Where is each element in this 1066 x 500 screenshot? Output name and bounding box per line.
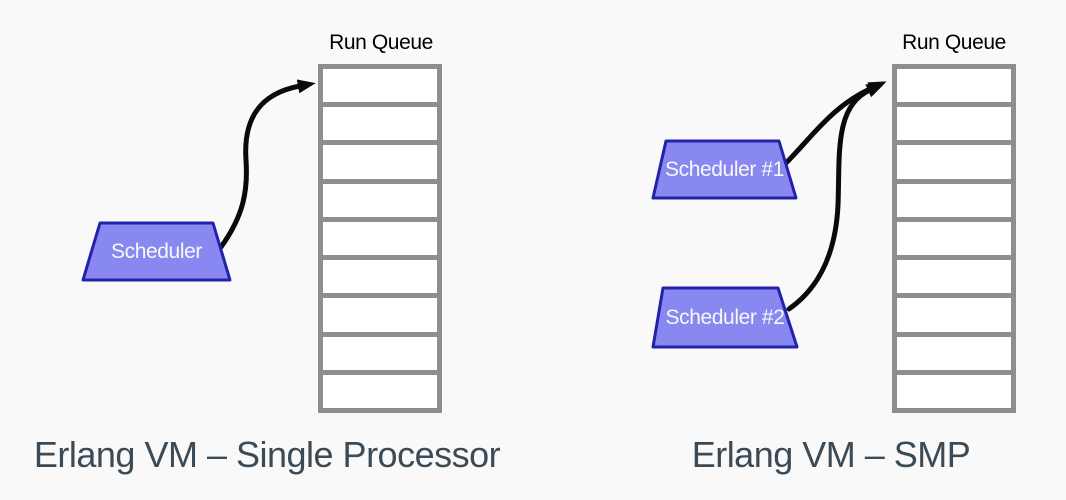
run-queue-slot	[323, 336, 437, 370]
run-queue-slot	[323, 69, 437, 103]
arrow-scheduler1-to-queue	[783, 81, 887, 166]
scheduler-label: Scheduler	[111, 239, 202, 263]
run-queue-slot	[323, 374, 437, 408]
run-queue-slot	[897, 336, 1011, 370]
run-queue-title: Run Queue	[902, 31, 1006, 54]
run-queue-slot	[897, 298, 1011, 332]
run-queue-slot	[323, 221, 437, 256]
panel-caption-single-processor: Erlang VM – Single Processor	[33, 434, 501, 475]
run-queue-slot	[897, 221, 1011, 256]
arrow-scheduler-to-queue	[218, 79, 316, 250]
run-queue-title: Run Queue	[329, 31, 433, 54]
run-queue	[892, 64, 1016, 413]
run-queue-slot	[897, 69, 1011, 103]
panel-caption-smp: Erlang VM – SMP	[691, 434, 971, 475]
scheduler2-label: Scheduler #2	[665, 305, 785, 329]
run-queue	[318, 64, 442, 413]
run-queue-slot	[323, 145, 437, 179]
run-queue-slot	[897, 260, 1011, 294]
run-queue-slot	[897, 107, 1011, 141]
scheduler1-label: Scheduler #1	[665, 157, 784, 181]
run-queue-slot	[323, 107, 437, 141]
arrow-scheduler2-to-queue	[786, 83, 885, 312]
run-queue-slot	[897, 145, 1011, 179]
run-queue-slot	[323, 183, 437, 217]
run-queue-slot	[897, 183, 1011, 217]
run-queue-slot	[323, 260, 437, 294]
run-queue-slot	[323, 298, 437, 332]
run-queue-slot	[897, 374, 1011, 408]
